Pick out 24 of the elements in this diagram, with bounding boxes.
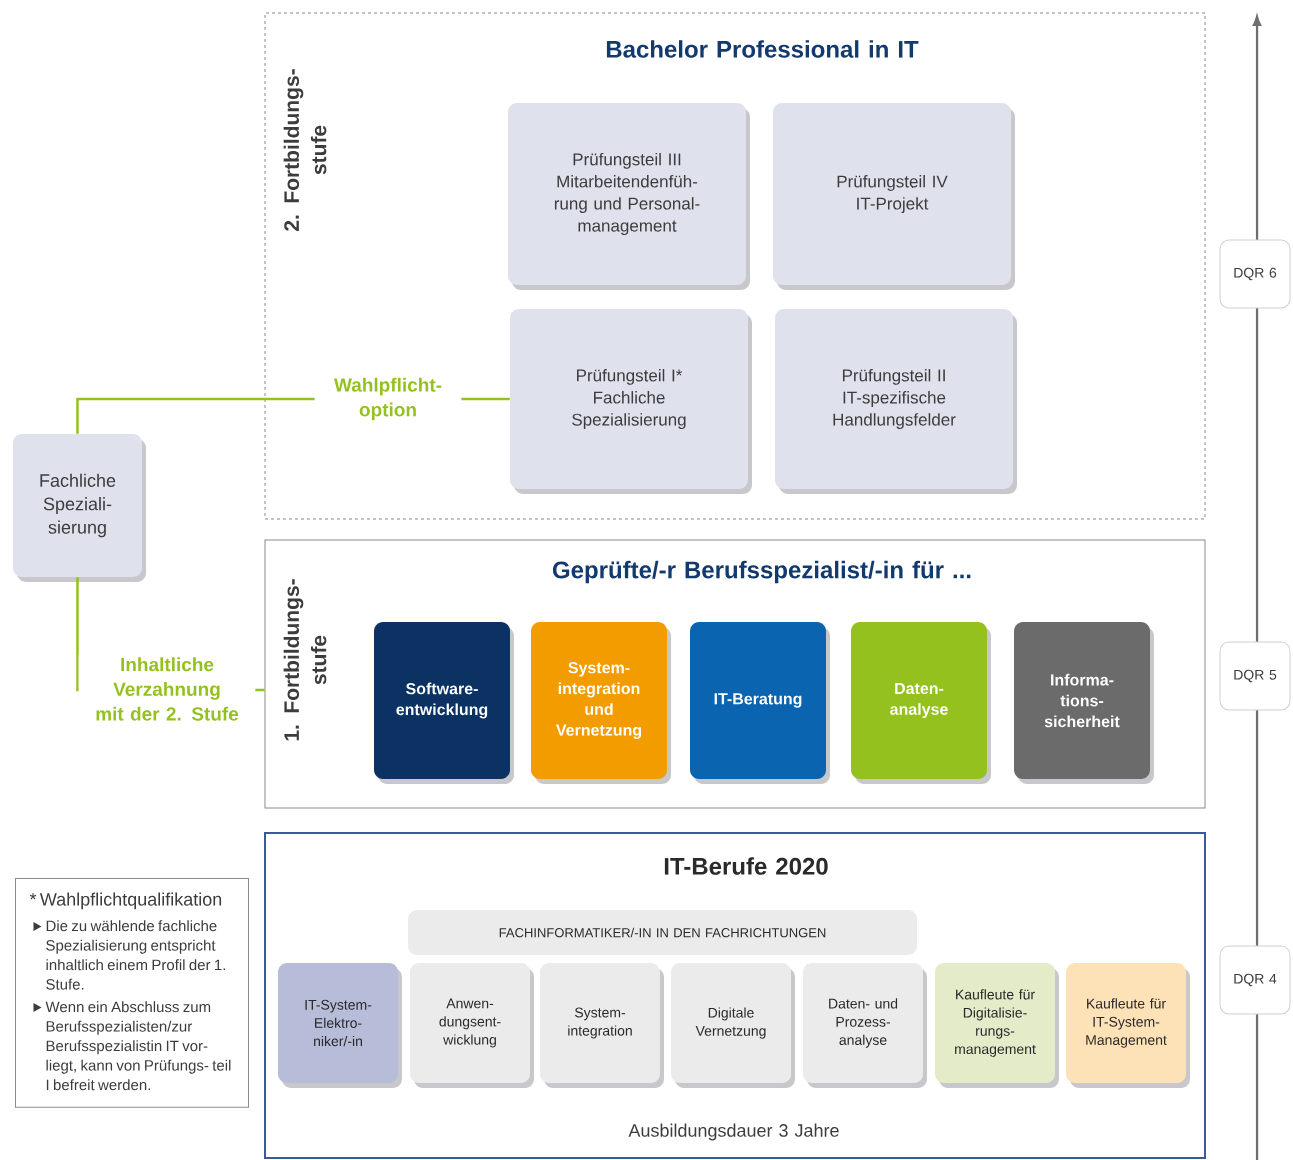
specialisation-box: Fachliche Speziali- sierung [13,434,146,582]
profile-box: Software- entwicklung [374,622,514,784]
occupation-box: Digitale Vernetzung [671,963,795,1088]
profile-box: IT-Beratung [690,622,830,784]
exam-part-box: Prüfungsteil I* Fachliche Spezialisierung [510,309,752,494]
profile-box: System- integration und Vernetzung [531,622,671,784]
level-badge: DQR 5 [1219,641,1291,711]
occupation-box: Kaufleute für IT-System- Management [1066,963,1190,1088]
exam-part-box: Prüfungsteil III Mitarbeitendenfüh- rung und Personal- management [508,103,750,290]
edge-label: Inhaltliche Verzahnung mit der 2. Stufe [78,654,256,724]
occupation-box: Daten- und Prozess- analyse [803,963,927,1088]
footnote-box: * Wahlpflichtqualifikation Die zu wählende fachliche Spezialisierung entspricht inhaltlich einem Profil der 1. Stufe. Wenn ein Abschluss zum Berufsspezialisten/zur Berufsspezialistin IT vor- liegt, kann von Prüfungs- teil I befreit werden. [15,878,249,1108]
profile-box: Daten- analyse [851,622,991,784]
occupation-box: Kaufleute für Digitalisie- rungs- management [935,963,1059,1088]
profile-box: Informa- tions- sicherheit [1014,622,1154,784]
exam-part-box: Prüfungsteil II IT-spezifische Handlungsfelder [775,309,1017,494]
occupation-box: System- integration [540,963,664,1088]
exam-part-box: Prüfungsteil IV IT-Projekt [773,103,1015,290]
occupation-box: IT-System- Elektro- niker/-in [278,963,402,1088]
edge-label: Wahlpflicht- option [314,374,462,424]
level-badge: DQR 4 [1219,945,1291,1015]
level-badge: DQR 6 [1219,239,1291,309]
group-header-box: FACHINFORMATIKER/-IN IN DEN FACHRICHTUNGEN [408,910,917,955]
occupation-box: Anwen- dungsent- wicklung [410,963,534,1088]
